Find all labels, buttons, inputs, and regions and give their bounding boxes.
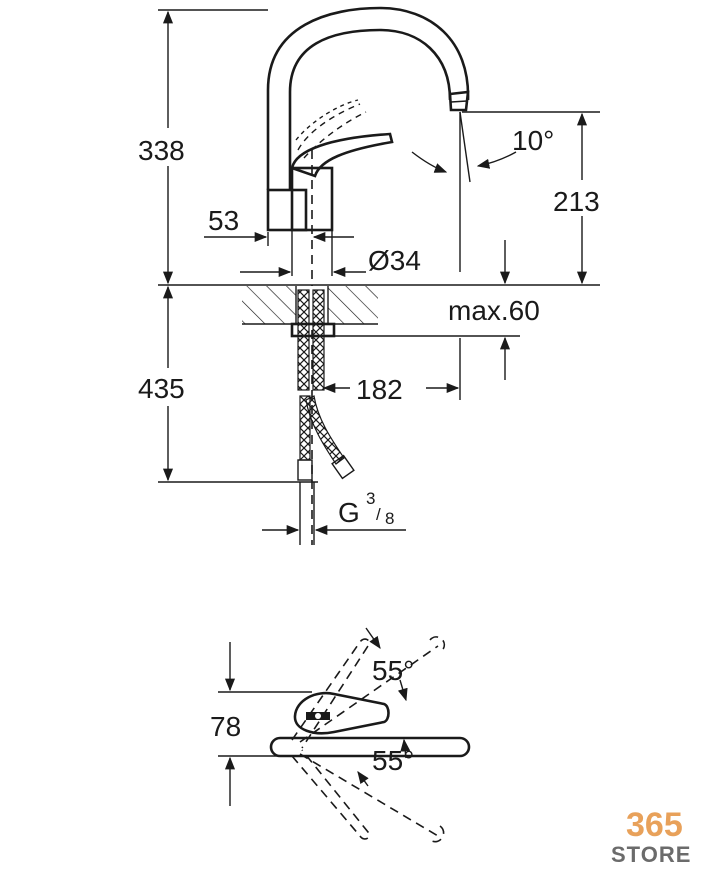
watermark-number: 365	[626, 806, 683, 844]
spout-ghost-down	[291, 749, 370, 840]
offset-53-label: 53	[208, 205, 239, 236]
spout-inner	[288, 28, 452, 190]
hose-nut-right	[331, 454, 355, 480]
watermark-text: STORE	[611, 842, 691, 867]
spout-outer	[266, 6, 470, 190]
width-78-label: 78	[210, 711, 241, 742]
height-435-label: 435	[138, 373, 185, 404]
reach-182-label: 182	[356, 374, 403, 405]
hose-right-lower	[305, 395, 345, 465]
connection-g-label: G	[338, 497, 360, 528]
connection-denominator: 8	[385, 509, 394, 528]
lever-raised-ghost	[297, 103, 361, 151]
hose-right-upper	[312, 289, 325, 391]
plan-view: 78 55° 55°	[210, 627, 471, 843]
swivel-angle-top-label: 55°	[372, 655, 414, 686]
connection-slash: /	[376, 505, 381, 524]
lever-handle	[290, 132, 394, 178]
plan-lever	[293, 691, 390, 735]
hose-nut-left	[297, 459, 313, 481]
spout-ghost-down-tip	[429, 825, 445, 843]
plan-spout	[269, 736, 471, 758]
spout-ghost-up-tip	[429, 636, 446, 653]
connection-numerator: 3	[366, 489, 375, 508]
hose-left-upper	[297, 289, 310, 391]
side-elevation: 338 435 53 Ø34	[132, 6, 614, 545]
spout-ghost-up	[291, 638, 370, 749]
faucet-body	[266, 188, 308, 232]
swivel-angle-bottom-label: 55°	[372, 745, 414, 776]
spout-tip	[448, 90, 470, 112]
height-338-label: 338	[138, 135, 185, 166]
spout-angle-label: 10°	[512, 125, 554, 156]
deck-thickness-label: max.60	[448, 295, 540, 326]
height-213-label: 213	[553, 186, 600, 217]
diameter-34-label: Ø34	[368, 245, 421, 276]
spout-angle-line	[459, 111, 471, 183]
store-watermark: 365 STORE	[611, 806, 691, 867]
